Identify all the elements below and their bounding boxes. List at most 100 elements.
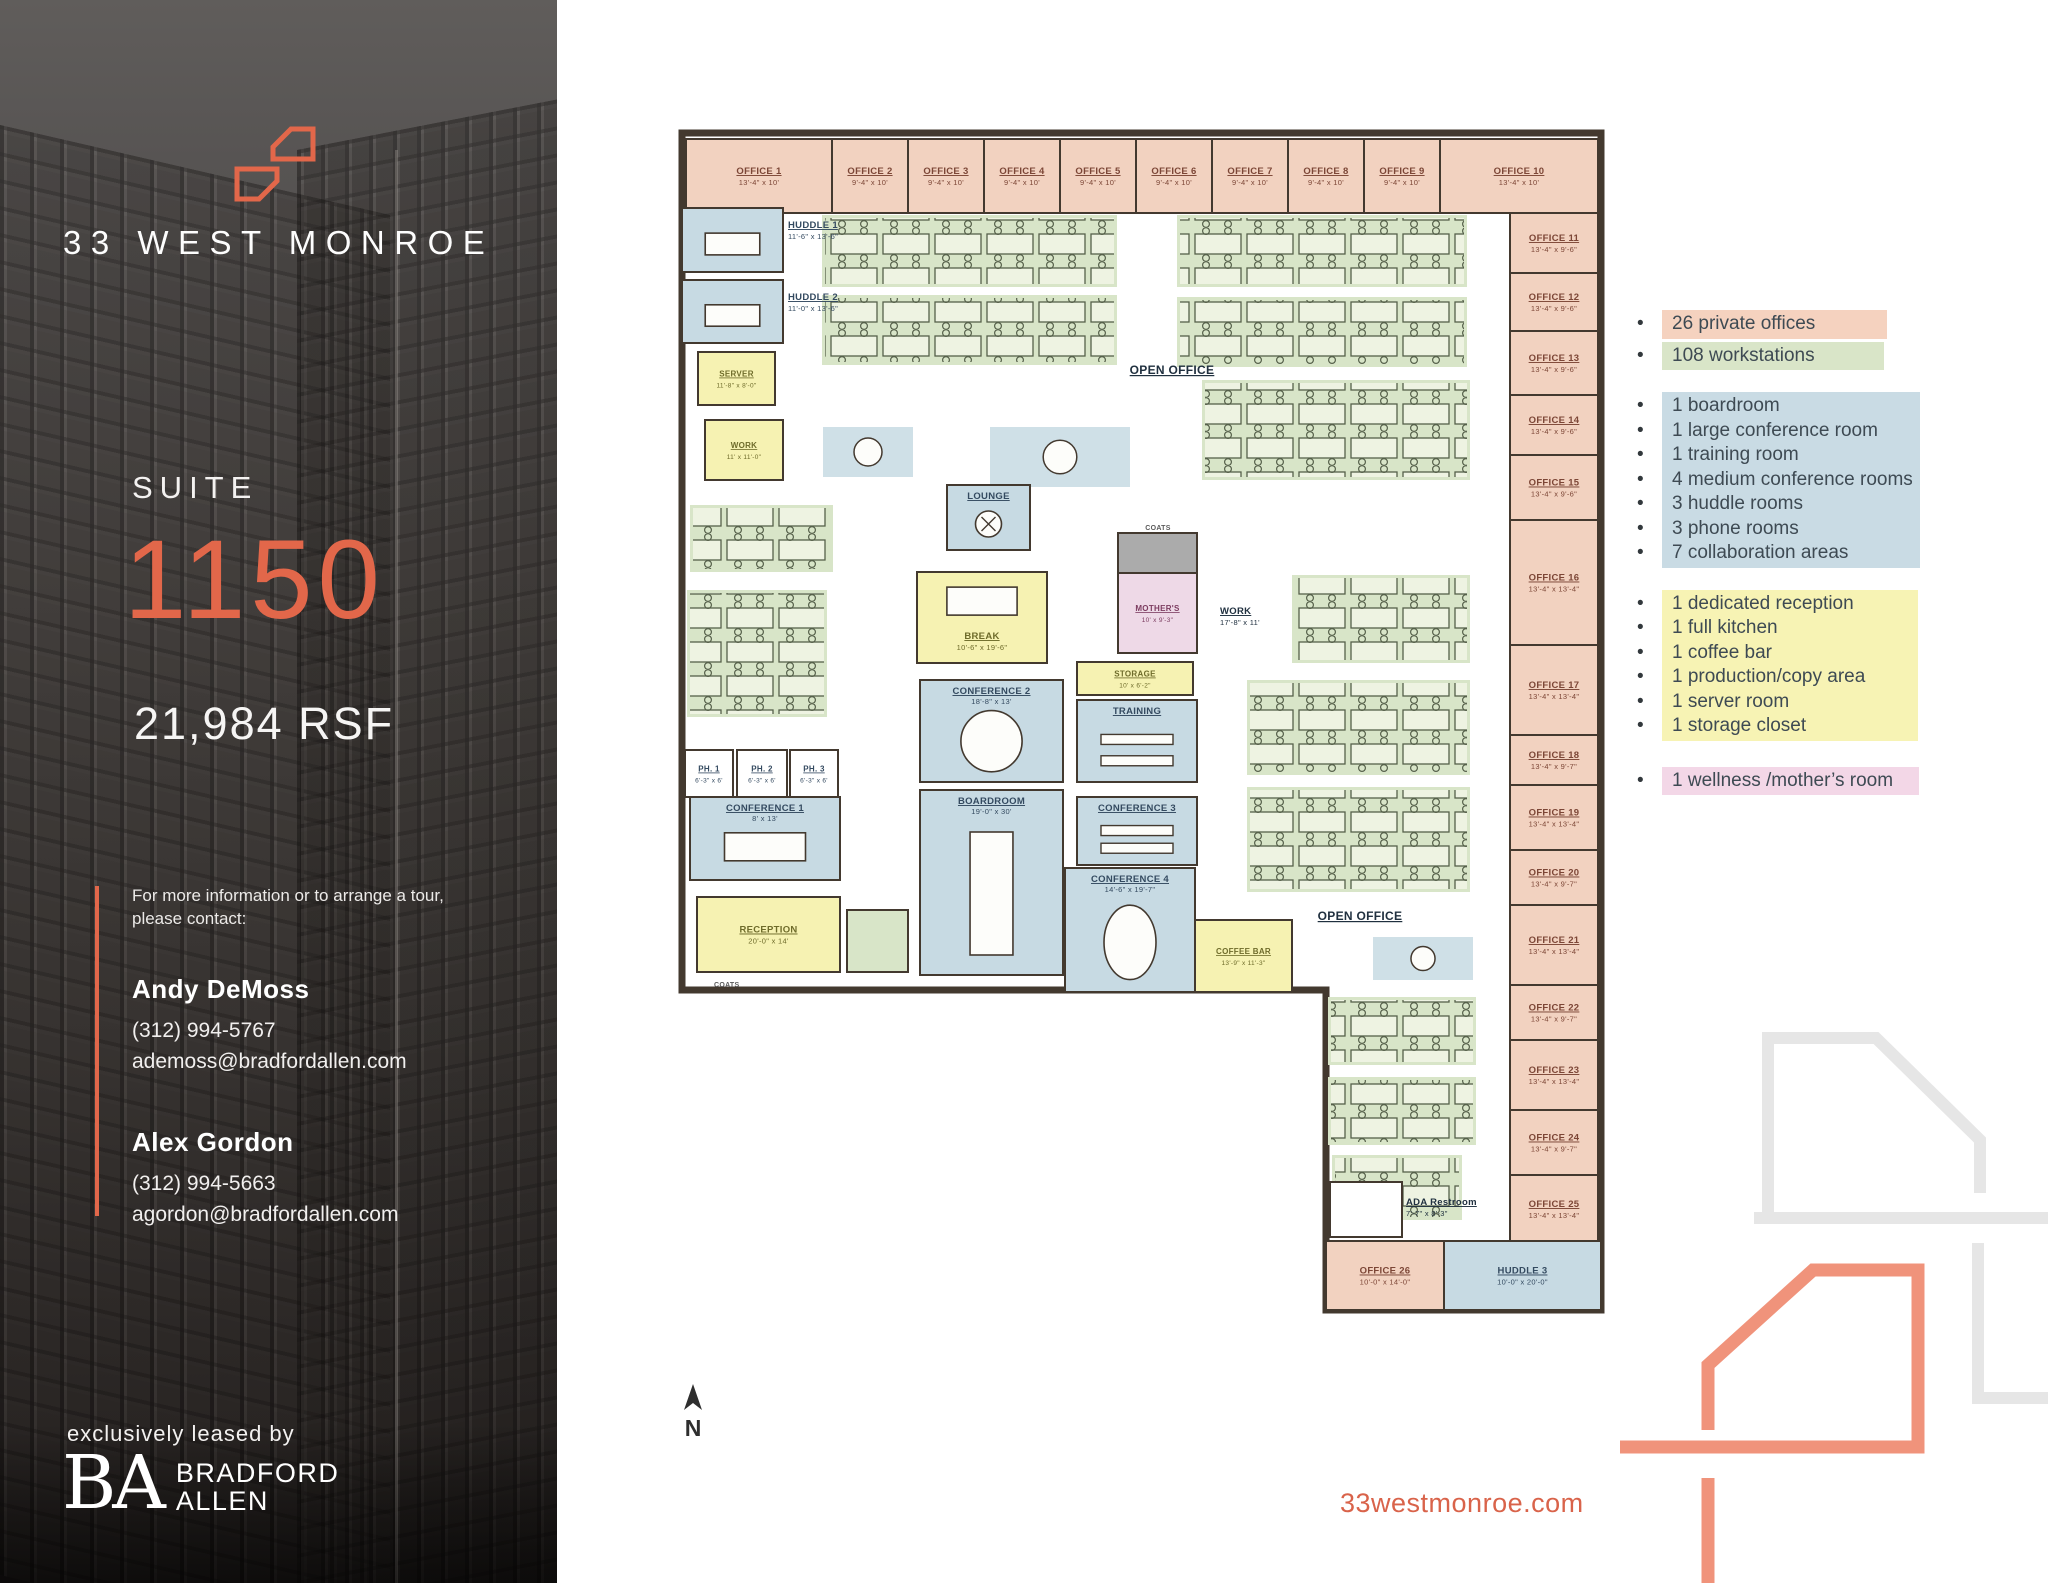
svg-text:13'-4" x 13'-4": 13'-4" x 13'-4"	[1529, 692, 1580, 701]
bullet-icon: •	[1637, 344, 1644, 366]
contact-name: Andy DeMoss	[132, 974, 310, 1004]
bullet-icon: •	[1637, 715, 1644, 736]
contact-email[interactable]: agordon@bradfordallen.com	[132, 1203, 399, 1226]
bullet-icon: •	[1637, 592, 1644, 614]
svg-text:13'-4" x 9'-6": 13'-4" x 9'-6"	[1531, 365, 1577, 374]
room-office-6: OFFICE 69'-4" x 10'	[1135, 138, 1213, 214]
building-corner-edge	[395, 150, 398, 1583]
room-ph-1: PH. 16'-3" x 6'	[684, 749, 734, 798]
svg-text:HUDDLE 1: HUDDLE 1	[788, 220, 838, 231]
svg-text:OFFICE 1: OFFICE 1	[736, 166, 782, 177]
svg-text:OFFICE 13: OFFICE 13	[1529, 353, 1580, 364]
svg-text:OFFICE 8: OFFICE 8	[1303, 166, 1348, 177]
svg-text:9'-4" x 10': 9'-4" x 10'	[1080, 178, 1116, 187]
legend-item: •26 private offices	[1637, 312, 1887, 337]
room-office-7: OFFICE 79'-4" x 10'	[1211, 138, 1289, 214]
contact-card: Andy DeMoss (312) 994-5767 ademoss@bradf…	[132, 974, 492, 1077]
room-zone	[1329, 1181, 1403, 1238]
svg-text:OFFICE 9: OFFICE 9	[1379, 166, 1424, 177]
building-facade-right	[297, 91, 557, 1583]
svg-text:18'-8" x 13': 18'-8" x 13'	[971, 697, 1012, 706]
corner-brand-decoration	[1620, 1032, 2048, 1583]
workstation-cluster	[690, 593, 824, 714]
room-huddle-3: HUDDLE 310'-0" x 20'-0"	[1443, 1240, 1602, 1311]
svg-text:PH. 3: PH. 3	[803, 765, 825, 774]
svg-text:OFFICE 7: OFFICE 7	[1227, 166, 1272, 177]
svg-text:13'-4" x 9'-7": 13'-4" x 9'-7"	[1531, 880, 1577, 889]
room-office-8: OFFICE 89'-4" x 10'	[1287, 138, 1365, 214]
contact-email[interactable]: ademoss@bradfordallen.com	[132, 1050, 407, 1073]
svg-text:13'-4" x 9'-6": 13'-4" x 9'-6"	[1531, 245, 1577, 254]
plan-label-open-office: OPEN OFFICE	[1318, 909, 1402, 923]
room-office-2: OFFICE 29'-4" x 10'	[831, 138, 909, 214]
plan-legend: •26 private offices •108 workstations •1 b…	[1637, 310, 1970, 795]
bullet-icon: •	[1637, 419, 1644, 441]
svg-text:17'-8" x 11': 17'-8" x 11'	[1220, 618, 1260, 627]
bullet-icon: •	[1637, 313, 1644, 334]
room-training: TRAINING	[1076, 699, 1198, 783]
svg-text:9'-4" x 10': 9'-4" x 10'	[852, 178, 888, 187]
workstation-cluster	[1180, 300, 1464, 364]
contact-card: Alex Gordon (312) 994-5663 agordon@bradf…	[132, 1127, 492, 1230]
svg-text:13'-4" x 9'-7": 13'-4" x 9'-7"	[1531, 1015, 1577, 1024]
contact-phone: (312) 994-5767	[132, 1019, 276, 1042]
svg-text:OPEN OFFICE: OPEN OFFICE	[1130, 363, 1215, 377]
north-label: N	[684, 1415, 702, 1441]
legend-item: •4 medium conference rooms	[1637, 468, 1920, 493]
plan-label-coats: COATS	[1145, 525, 1170, 532]
room-mother-s: MOTHER'S10' x 9'-3"	[1117, 572, 1198, 654]
workstation-cluster	[1205, 383, 1467, 477]
svg-text:OFFICE 3: OFFICE 3	[923, 166, 968, 177]
legend-group: •1 boardroom•1 large conference room•1 t…	[1637, 392, 1920, 568]
svg-text:9'-4" x 10': 9'-4" x 10'	[1308, 178, 1344, 187]
legend-group: •1 dedicated reception•1 full kitchen•1 …	[1637, 589, 1918, 741]
legend-item: •108 workstations	[1637, 344, 1884, 369]
room-zone	[1117, 532, 1198, 574]
svg-text:OFFICE 12: OFFICE 12	[1529, 292, 1580, 303]
svg-text:9'-4" x 10': 9'-4" x 10'	[1384, 178, 1420, 187]
room-conference-2: CONFERENCE 218'-8" x 13'	[919, 679, 1064, 783]
plan-label-open-office: OPEN OFFICE	[1130, 363, 1215, 377]
plan-label-huddle-2: HUDDLE 211'-0" x 13'-6"	[788, 292, 838, 313]
svg-text:10'-6" x 19'-6": 10'-6" x 19'-6"	[957, 643, 1008, 652]
svg-text:TRAINING: TRAINING	[1113, 706, 1161, 717]
svg-text:OFFICE 4: OFFICE 4	[999, 166, 1045, 177]
svg-text:CONFERENCE 3: CONFERENCE 3	[1098, 803, 1176, 814]
plan-label-huddle-1: HUDDLE 111'-6" x 13'-6"	[788, 220, 838, 241]
north-indicator: N	[676, 1384, 710, 1442]
legend-item: •1 training room	[1637, 443, 1920, 468]
svg-text:BOARDROOM: BOARDROOM	[958, 796, 1025, 807]
svg-text:11' x 11'-0": 11' x 11'-0"	[727, 454, 762, 461]
svg-text:OFFICE 26: OFFICE 26	[1360, 1266, 1411, 1277]
website-link[interactable]: 33westmonroe.com	[1340, 1488, 1584, 1518]
accent-rule	[95, 886, 99, 1216]
legend-item: •3 phone rooms	[1637, 517, 1920, 542]
street-shadow	[0, 1423, 557, 1583]
svg-text:11'-0" x 13'-6": 11'-0" x 13'-6"	[788, 304, 838, 313]
svg-text:11'-6" x 13'-6": 11'-6" x 13'-6"	[788, 232, 838, 241]
svg-text:OFFICE 5: OFFICE 5	[1075, 166, 1121, 177]
svg-text:OFFICE 2: OFFICE 2	[847, 166, 892, 177]
ba-word-allen: ALLEN	[175, 1486, 269, 1516]
plan-workstations	[687, 215, 1476, 1220]
svg-text:WORK: WORK	[1220, 606, 1251, 617]
svg-text:COFFEE BAR: COFFEE BAR	[1216, 947, 1271, 956]
svg-text:OFFICE 15: OFFICE 15	[1529, 478, 1580, 489]
suite-rsf: 21,984 RSF	[134, 698, 395, 749]
room-lounge: LOUNGE	[946, 484, 1031, 551]
room-office-4: OFFICE 49'-4" x 10'	[983, 138, 1061, 214]
workstation-cluster	[1295, 578, 1467, 660]
svg-text:13'-4" x 10': 13'-4" x 10'	[739, 178, 780, 187]
svg-text:SERVER: SERVER	[719, 370, 754, 379]
svg-text:PH. 1: PH. 1	[698, 765, 720, 774]
room-office-9: OFFICE 99'-4" x 10'	[1363, 138, 1441, 214]
